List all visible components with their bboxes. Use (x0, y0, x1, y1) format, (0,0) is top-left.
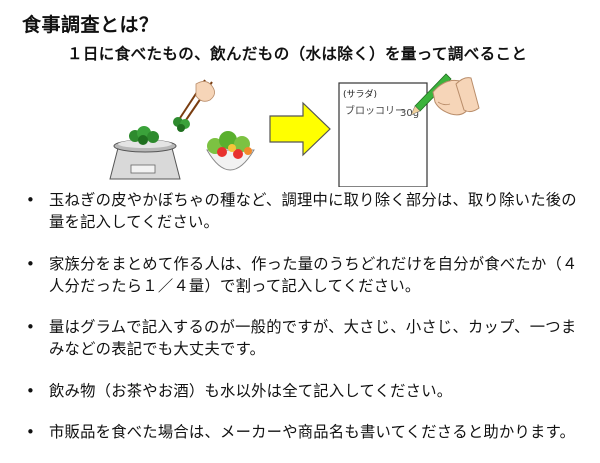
list-item: •飲み物（お茶やお酒）も水以外は全て記入してください。 (26, 381, 453, 400)
page-title: 食事調査とは？ (22, 14, 159, 36)
list-item: •市販品を食べた場合は、メーカーや商品名も書いてくださると助かります。 (26, 423, 576, 441)
memo-item: ブロッコリー (345, 104, 405, 117)
scale-icon (109, 139, 181, 180)
list-item: •玉ねぎの皮やかぼちゃの種など、調理中に取り除く部分は、取り除いた後の量を記入し… (26, 191, 577, 231)
list-item: •家族分をまとめて作る人は、作った量のうちどれだけを自分が食べたか（４人分だった… (26, 254, 578, 295)
broccoli-icon (129, 126, 159, 145)
arrow-right-icon (269, 101, 331, 157)
memo-amount: 30g (400, 108, 419, 119)
page-subtitle: １日に食べたもの、飲んだもの（水は除く）を量って調べること (67, 45, 528, 63)
memo-label: (サラダ) (343, 88, 377, 100)
chopsticks-icon (173, 79, 215, 132)
illustration: (サラダ) ブロッコリー 30g (109, 73, 480, 187)
memo-sheet-icon: (サラダ) ブロッコリー 30g (338, 82, 428, 187)
hand-pencil-icon (410, 73, 480, 116)
salad-bowl-icon (206, 131, 255, 171)
list-item: •量はグラムで記入するのが一般的ですが、大さじ、小さじ、カップ、一つまみなどの表… (26, 318, 577, 358)
bullet-list: •玉ねぎの皮やかぼちゃの種など、調理中に取り除く部分は、取り除いた後の量を記入し… (26, 189, 591, 463)
